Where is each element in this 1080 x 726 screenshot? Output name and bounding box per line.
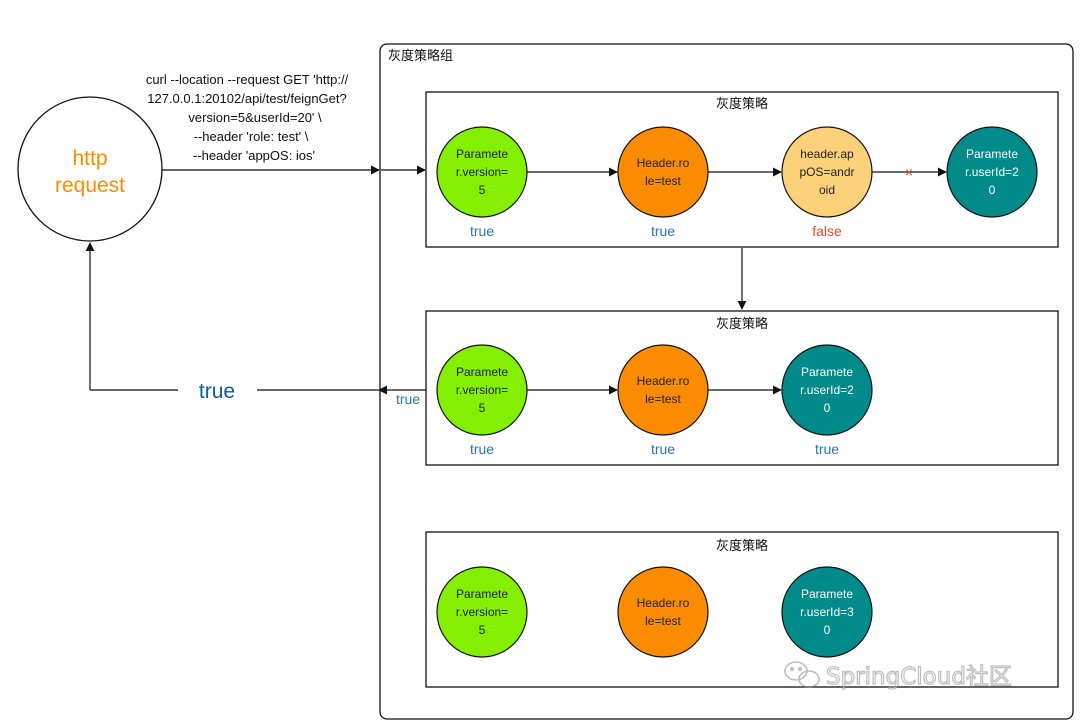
return-label: true (199, 380, 235, 403)
curl-line: --header 'role: test' \ (194, 129, 309, 144)
gray-policy-2: 灰度策略 Paramete r.version= 5 true Header.ro le=… (425, 310, 1059, 466)
condition-text: r.version= (456, 605, 508, 619)
condition-result: false (812, 223, 842, 239)
condition-text: Paramete (966, 147, 1018, 161)
watermark: SpringCloud社区 (784, 661, 1013, 691)
condition-text: le=test (645, 614, 681, 628)
curl-line: version=5&userId=20' \ (188, 110, 322, 125)
condition-result: true (651, 223, 675, 239)
watermark-text: SpringCloud社区 (826, 664, 1012, 690)
condition-text: 0 (824, 623, 831, 637)
condition-node (781, 344, 873, 436)
gray-policy-3: 灰度策略 Paramete r.version= 5 Header.ro le=test… (425, 531, 1059, 688)
condition-text: header.ap (800, 147, 854, 161)
condition-text: Paramete (456, 365, 508, 379)
condition-text: Header.ro (637, 596, 690, 610)
gray-policy-title: 灰度策略 (716, 538, 768, 554)
policy-group-title: 灰度策略组 (388, 48, 453, 64)
condition-text: r.userId=2 (965, 165, 1019, 179)
condition-text: Paramete (456, 147, 508, 161)
gray-policy-frame (425, 91, 1059, 248)
gray-policy-title: 灰度策略 (716, 316, 768, 332)
condition-text: r.userId=3 (800, 605, 854, 619)
condition-text: 0 (989, 183, 996, 197)
condition-result: true (651, 441, 675, 457)
gray-policy-frame (425, 310, 1059, 466)
condition-node (617, 126, 709, 218)
condition-text: r.userId=2 (800, 383, 854, 397)
condition-text: Header.ro (637, 156, 690, 170)
gray-policy-title: 灰度策略 (716, 96, 768, 112)
condition-text: Header.ro (637, 374, 690, 388)
wechat-icon (784, 661, 820, 688)
http-request-label-line1: http (72, 147, 107, 170)
curl-line: 127.0.0.1:20102/api/test/feignGet? (147, 91, 347, 106)
condition-text: 0 (824, 401, 831, 415)
condition-node (946, 126, 1038, 218)
condition-node (781, 126, 873, 218)
condition-text: Paramete (801, 365, 853, 379)
condition-node (781, 566, 873, 658)
curl-command: curl --location --request GET 'http:// 1… (146, 72, 349, 163)
condition-text: r.version= (456, 383, 508, 397)
condition-text: Paramete (456, 587, 508, 601)
policy-group-frame (379, 43, 1074, 720)
condition-node (436, 344, 528, 436)
condition-text: 5 (479, 183, 486, 197)
curl-line: curl --location --request GET 'http:// (146, 72, 349, 87)
condition-text: le=test (645, 392, 681, 406)
condition-text: Paramete (801, 587, 853, 601)
condition-text: le=test (645, 174, 681, 188)
condition-text: 5 (479, 401, 486, 415)
gray-policy-frame (425, 531, 1059, 688)
condition-node (617, 566, 709, 658)
condition-result: true (470, 223, 494, 239)
http-request-node (17, 96, 163, 242)
condition-result: true (470, 441, 494, 457)
condition-node (617, 344, 709, 436)
condition-text: r.version= (456, 165, 508, 179)
condition-node (436, 566, 528, 658)
curl-line: --header 'appOS: ios' (193, 148, 315, 163)
condition-text: oid (819, 183, 835, 197)
policy-2-exit-label: true (396, 391, 420, 407)
condition-text: pOS=andr (799, 165, 854, 179)
http-request-label-line2: request (55, 174, 125, 197)
condition-result: true (815, 441, 839, 457)
blocked-x-icon: × (905, 164, 913, 180)
condition-node (436, 126, 528, 218)
gray-policy-1: 灰度策略 × Paramete r.version= 5 true Header.ro le… (425, 91, 1059, 248)
condition-text: 5 (479, 623, 486, 637)
